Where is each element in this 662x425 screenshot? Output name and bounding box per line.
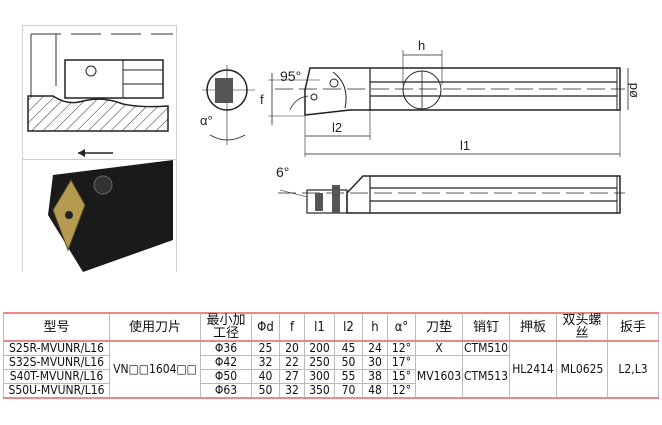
cell-alpha: 12°: [387, 340, 416, 356]
cell-h: 38: [362, 369, 388, 384]
table-row: S40T-MVUNR/L16 Φ50 40 27 300 55 38 15°: [3, 369, 659, 384]
cell-wrench: L2,L3: [607, 340, 659, 399]
cell-alpha: 15°: [387, 369, 416, 384]
spec-table: 型号 使用刀片 最小加工径 Φd f l1 l2 h α° 刀垫 销钉 押板 双…: [3, 312, 659, 399]
cell-model: S32S-MVUNR/L16: [3, 355, 110, 370]
cell-model: S50U-MVUNR/L16: [3, 383, 110, 399]
cell-alpha: 17°: [387, 355, 416, 370]
tool-photo: [23, 159, 176, 272]
header-clamp: 押板: [509, 312, 557, 342]
cell-f: 20: [279, 340, 305, 356]
cell-l1: 200: [304, 340, 335, 356]
cell-pin: CTM510: [462, 340, 510, 356]
header-h: h: [362, 312, 388, 342]
table-row: S25R-MVUNR/L16 VN□□1604□□ Φ36 25 20 200 …: [3, 340, 659, 399]
cell-h: 48: [362, 383, 388, 399]
cell-d: 32: [251, 355, 280, 370]
angle-95-label: 95°: [280, 68, 301, 84]
header-alpha: α°: [387, 312, 416, 342]
technical-drawing: α° h ød f 95° l2 l1 6°: [200, 38, 640, 214]
header-l1: l1: [304, 312, 335, 342]
cell-alpha: 12°: [387, 383, 416, 399]
cell-f: 32: [279, 383, 305, 399]
cell-l2: 50: [334, 355, 363, 370]
cell-insert: VN□□1604□□: [109, 340, 201, 399]
tool-illustration-panel: [22, 25, 177, 272]
table-row: S50U-MVUNR/L16 Φ63 50 32 350 70 48 12°: [3, 383, 659, 399]
boring-diagram: [27, 33, 173, 157]
tool-bar-side-view: [346, 175, 621, 214]
f-label: f: [260, 92, 264, 107]
cell-d: 40: [251, 369, 280, 384]
header-min-bore: 最小加工径: [200, 312, 252, 342]
angle-6-label: 6°: [276, 164, 289, 180]
l2-label: l2: [332, 120, 342, 135]
cell-pin: CTM513: [462, 355, 510, 399]
h-label: h: [418, 38, 425, 53]
header-screw: 双头螺丝: [556, 312, 608, 342]
cell-min: Φ63: [200, 383, 252, 399]
header-insert: 使用刀片: [109, 312, 201, 342]
header-f: f: [279, 312, 305, 342]
tool-bar-top-view: [304, 67, 621, 116]
table-row: S32S-MVUNR/L16 Φ42 32 22 250 50 30 17° M…: [3, 355, 659, 399]
cell-l2: 45: [334, 340, 363, 356]
l1-label: l1: [460, 138, 470, 153]
cell-d: 25: [251, 340, 280, 356]
cell-model: S40T-MVUNR/L16: [3, 369, 110, 384]
cell-d: 50: [251, 383, 280, 399]
header-wrench: 扳手: [607, 312, 659, 342]
alpha-label: α°: [200, 113, 213, 128]
cell-l2: 55: [334, 369, 363, 384]
cell-shim: X: [415, 340, 463, 356]
cell-model: S25R-MVUNR/L16: [3, 340, 110, 356]
cell-f: 27: [279, 369, 305, 384]
cell-shim: MV1603: [415, 355, 463, 399]
cell-l2: 70: [334, 383, 363, 399]
table-header-row: 型号 使用刀片 最小加工径 Φd f l1 l2 h α° 刀垫 销钉 押板 双…: [3, 312, 659, 342]
cell-l1: 250: [304, 355, 335, 370]
cell-min: Φ50: [200, 369, 252, 384]
cell-screw: ML0625: [556, 340, 608, 399]
cell-l1: 350: [304, 383, 335, 399]
cell-h: 30: [362, 355, 388, 370]
cell-h: 24: [362, 340, 388, 356]
header-l2: l2: [334, 312, 363, 342]
header-d: Φd: [251, 312, 280, 342]
header-pin: 销钉: [462, 312, 510, 342]
cell-clamp: HL2414: [509, 340, 557, 399]
cell-min: Φ36: [200, 340, 252, 356]
header-shim: 刀垫: [415, 312, 463, 342]
cell-min: Φ42: [200, 355, 252, 370]
header-model: 型号: [3, 312, 110, 342]
d-label: ød: [625, 83, 640, 98]
cell-l1: 300: [304, 369, 335, 384]
cell-f: 22: [279, 355, 305, 370]
